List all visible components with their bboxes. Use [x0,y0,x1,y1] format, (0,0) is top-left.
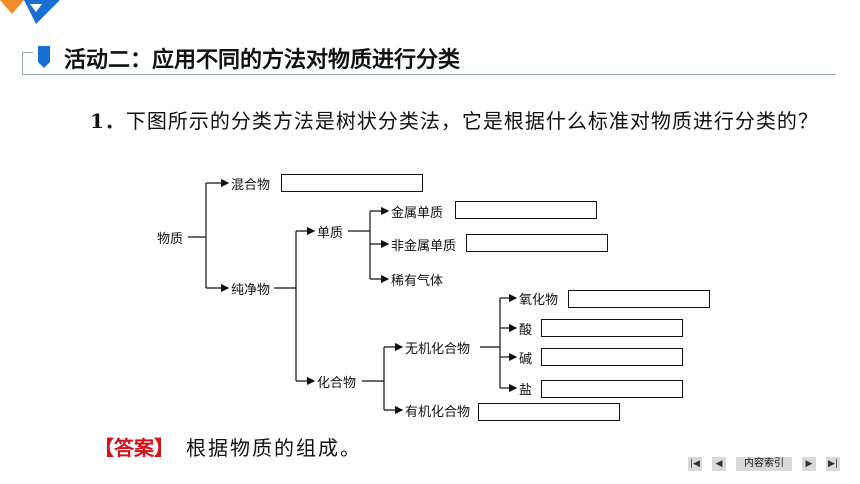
blank-salt [541,380,683,398]
blank-metal-element [455,201,597,219]
section-title-bar: 活动二：应用不同的方法对物质进行分类 [22,40,836,76]
node-element: 单质 [317,226,344,241]
prev-page-button[interactable]: ◀ [712,457,726,471]
node-organic-compound: 有机化合物 [405,405,471,420]
blank-base [541,348,683,366]
node-salt: 盐 [519,383,533,398]
node-mixture: 混合物 [231,178,271,193]
corner-logo [0,0,60,24]
node-oxide: 氧化物 [519,293,559,308]
node-acid: 酸 [519,323,533,338]
first-page-button[interactable]: |◀ [688,457,702,471]
node-base: 碱 [519,352,533,367]
node-inorganic-compound: 无机化合物 [405,342,471,357]
answer-line: 【答案】根据物质的组成。 [94,432,362,461]
answer-text: 根据物质的组成。 [186,436,362,460]
blank-acid [541,319,683,337]
node-compound: 化合物 [317,376,357,391]
node-metal-element: 金属单质 [391,206,444,221]
last-page-button[interactable]: ▶| [826,457,840,471]
section-title: 活动二：应用不同的方法对物质进行分类 [64,48,461,73]
next-page-button[interactable]: ▶ [802,457,816,471]
blank-nonmetal-element [466,234,608,252]
content-index-button[interactable]: 内容索引 [736,457,792,471]
blank-oxide [568,290,710,308]
slide-navigation: |◀ ◀ 内容索引 ▶ ▶| [688,457,840,471]
answer-tag: 【答案】 [94,436,174,460]
title-underline [22,74,836,75]
bookmark-icon [38,46,50,68]
node-nonmetal-element: 非金属单质 [391,239,457,254]
title-bracket [22,52,33,75]
node-matter: 物质 [157,232,184,247]
node-noble-gas: 稀有气体 [391,274,444,289]
node-pure-substance: 纯净物 [231,283,271,298]
blank-mixture [281,174,423,192]
question-text: 下图所示的分类方法是树状分类法，它是根据什么标准对物质进行分类的？ [125,109,819,133]
question-paragraph: 1．下图所示的分类方法是树状分类法，它是根据什么标准对物质进行分类的？ [40,102,830,140]
question-number: 1． [90,109,126,133]
blank-organic-compound [478,403,620,421]
